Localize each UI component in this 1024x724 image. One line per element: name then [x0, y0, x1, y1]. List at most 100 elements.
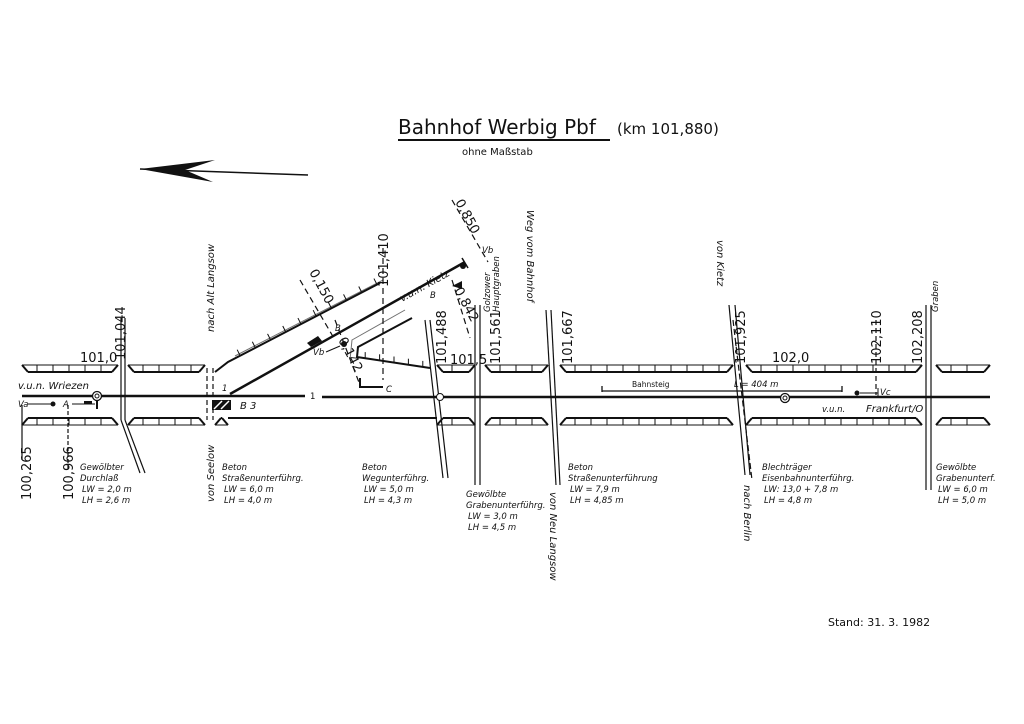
signal-label: A — [62, 400, 69, 410]
waterway-label: Graben — [931, 281, 941, 312]
direction-label: v.u.n. Wriezen — [18, 381, 89, 392]
signal-box-label: B 3 — [240, 401, 256, 412]
embankment-line — [127, 417, 135, 426]
road-label: nach Alt Langsow — [206, 243, 217, 332]
structure-note-l2: Grabenunterführg. — [466, 501, 546, 511]
structure-note-lw: LW: 13,0 + 7,8 m — [764, 485, 838, 495]
structure-note-l2: Wegunterführg. — [362, 474, 429, 484]
signal-label: B — [335, 324, 341, 334]
embankment-line — [541, 417, 549, 426]
km-label: 100,966 — [62, 446, 77, 500]
km-label: 101,561 — [489, 310, 504, 364]
embankment-line — [559, 364, 567, 373]
date-stamp: Stand: 31. 3. 1982 — [828, 616, 930, 629]
km-label: 102,110 — [870, 310, 885, 364]
embankment-line — [484, 364, 492, 373]
structure-note-lw: LW = 2,0 m — [82, 485, 132, 495]
structure-note-lw: LW = 5,0 m — [364, 485, 414, 495]
embankment-line — [726, 417, 734, 426]
embankment-line — [745, 364, 753, 373]
embankment-line — [915, 417, 923, 426]
embankment-line — [559, 417, 567, 426]
km-label: 0,150 — [305, 267, 336, 307]
km-label: 0,842 — [450, 285, 481, 325]
direction-label: Frankfurt/O — [866, 404, 923, 415]
embankment-line — [935, 364, 943, 373]
structure-note-lh: LH = 2,6 m — [82, 496, 130, 506]
waterway-label: Hauptgraben — [492, 256, 502, 312]
track-number: 1 — [310, 392, 315, 402]
structure-note-lw: LW = 6,0 m — [224, 485, 274, 495]
signal-a-icon — [84, 401, 92, 404]
structure-note-l1: Blechträger — [762, 463, 812, 473]
km-label: 0,850 — [451, 197, 482, 237]
embankment-line — [251, 341, 256, 349]
distant-signal-vb-icon — [341, 341, 347, 347]
station-center-icon — [91, 390, 103, 402]
embankment-line — [468, 364, 476, 373]
structure-note-lh: LH = 4,0 m — [224, 496, 272, 506]
km-label: 101,488 — [435, 310, 450, 364]
signal-label: Vc — [880, 388, 891, 398]
station-km: (km 101,880) — [617, 120, 719, 138]
km-label: 101,0 — [80, 351, 117, 366]
structure-note-l1: Beton — [568, 463, 593, 473]
distant-signal-vb-icon — [460, 263, 466, 269]
embankment-line — [198, 364, 206, 373]
structure-note-lh: LH = 4,85 m — [570, 496, 624, 506]
station-center-icon — [779, 392, 791, 404]
embankment-line — [282, 325, 287, 333]
structure-note-l1: Gewölbte — [466, 490, 506, 500]
distant-signal-va-icon — [50, 401, 56, 407]
embankment-line — [983, 364, 991, 373]
embankment-line — [221, 417, 229, 426]
km-label: 101,044 — [114, 306, 129, 360]
branch-embankment — [214, 279, 431, 373]
signal-label: Va — [18, 400, 28, 410]
page-title: Bahnhof Werbig Pbf — [398, 115, 597, 139]
km-label: 101,410 — [377, 233, 392, 287]
embankment-line — [983, 417, 991, 426]
embankment-line — [214, 417, 222, 426]
track-end-c-icon — [359, 378, 383, 388]
signal-b-icon — [307, 336, 322, 347]
branch-track-end — [461, 257, 469, 269]
embankment-line — [935, 417, 943, 426]
structure-note-lh: LH = 5,0 m — [938, 496, 986, 506]
distant-signal-vc-icon — [854, 390, 860, 396]
embankment-line — [21, 417, 29, 426]
road-label: Weg vom Bahnhof — [524, 210, 535, 304]
embankment-line — [127, 364, 135, 373]
road-label: von Seelow — [206, 444, 217, 502]
structure-note-l1: Gewölbter — [80, 463, 124, 473]
embankment-line — [484, 417, 492, 426]
embankment-line — [236, 349, 241, 356]
switch-number: 1 — [222, 384, 227, 394]
km-label: 100,265 — [20, 446, 35, 500]
crossings — [21, 199, 932, 490]
embankment-line — [312, 309, 317, 317]
km-label: 101,925 — [734, 310, 749, 364]
km-label: 0,142 — [334, 335, 365, 375]
embankment-line — [468, 417, 476, 426]
structure-note-lw: LW = 3,0 m — [468, 512, 518, 522]
km-label: 101,667 — [561, 310, 576, 364]
signal-label: B — [430, 291, 436, 301]
structure-note-l2: Durchlaß — [80, 474, 119, 484]
signal-box-b3-icon — [212, 400, 231, 410]
embankment-line — [297, 317, 302, 325]
km-label: 102,208 — [911, 310, 926, 364]
km-marker-icon — [436, 393, 444, 401]
direction-label: v.u.n. Kietz — [398, 268, 452, 305]
structure-note-l1: Beton — [362, 463, 387, 473]
embankment-line — [21, 364, 29, 373]
platform-length: L = 404 m — [734, 380, 778, 390]
waterway-label: Golzower — [483, 272, 493, 312]
structure-note-l2: Eisenbahnunterführg. — [762, 474, 854, 484]
platform-label: Bahnsteig — [632, 380, 670, 389]
signal-label: Vb — [482, 246, 493, 256]
branch-track — [229, 260, 466, 396]
direction-arrow-icon — [139, 160, 309, 182]
structure-note-l1: Beton — [222, 463, 247, 473]
embankment-line — [726, 364, 734, 373]
